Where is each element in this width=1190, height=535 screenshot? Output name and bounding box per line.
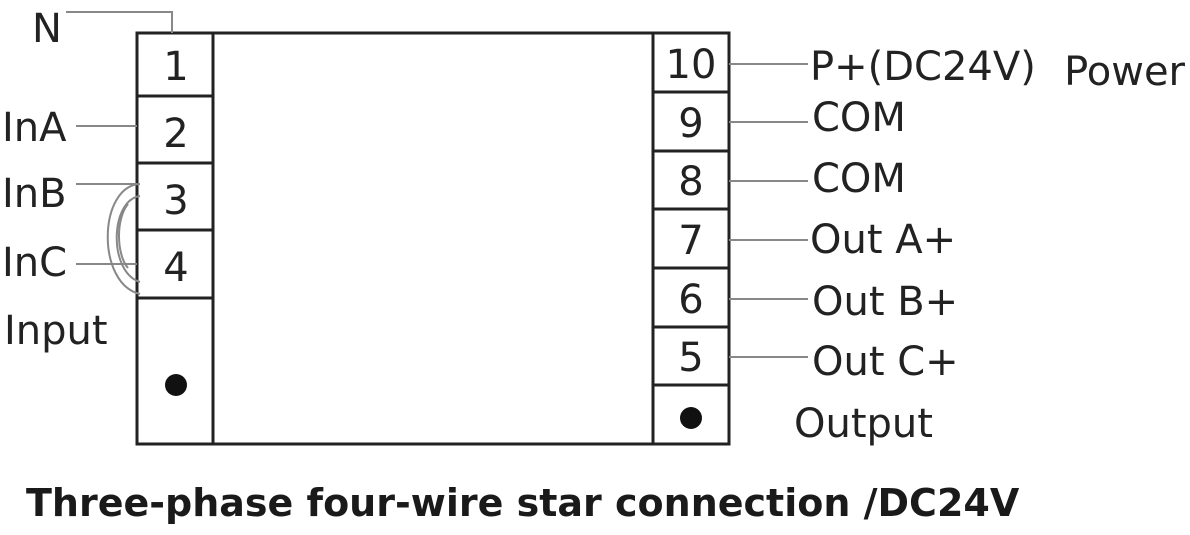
label-output: Output	[794, 401, 933, 447]
right-terminal-strip: 10 9 8 7 6 5	[651, 31, 731, 446]
label-out-c: Out C+	[812, 339, 959, 385]
label-input: Input	[4, 308, 108, 354]
terminal-number: 2	[163, 111, 188, 157]
wire-bundle-arc	[115, 195, 141, 283]
label-inc: InC	[2, 240, 67, 286]
left-mounting-dot	[165, 374, 187, 396]
right-strip-outline	[651, 31, 731, 446]
terminal-number: 5	[678, 335, 703, 381]
terminal-number: 3	[163, 178, 188, 224]
diagram-caption: Three-phase four-wire star connection /D…	[26, 481, 1020, 525]
left-terminal-strip: 1 2 3 4	[135, 31, 215, 446]
label-p-plus: P+(DC24V)	[810, 44, 1036, 90]
label-out-b: Out B+	[812, 279, 958, 325]
label-com-9: COM	[812, 95, 906, 141]
wire-bundle-arc	[118, 203, 129, 269]
terminal-number: 9	[678, 101, 703, 147]
label-out-a: Out A+	[810, 217, 956, 263]
right-wires	[729, 63, 808, 358]
terminal-number: 10	[666, 42, 717, 88]
label-com-8: COM	[812, 156, 906, 202]
terminal-number: 4	[163, 245, 188, 291]
label-ina: InA	[2, 105, 67, 151]
module-body	[211, 31, 655, 446]
label-inb: InB	[2, 171, 67, 217]
wire-bundle-arc	[106, 183, 141, 295]
terminal-number: 7	[678, 218, 703, 264]
terminal-number: 8	[678, 159, 703, 205]
label-power: Power	[1064, 49, 1185, 95]
right-mounting-dot	[680, 407, 702, 429]
terminal-number: 1	[163, 44, 188, 90]
left-wires	[66, 11, 173, 295]
wire-n	[66, 11, 173, 33]
label-n: N	[32, 6, 62, 52]
terminal-number: 6	[678, 277, 703, 323]
